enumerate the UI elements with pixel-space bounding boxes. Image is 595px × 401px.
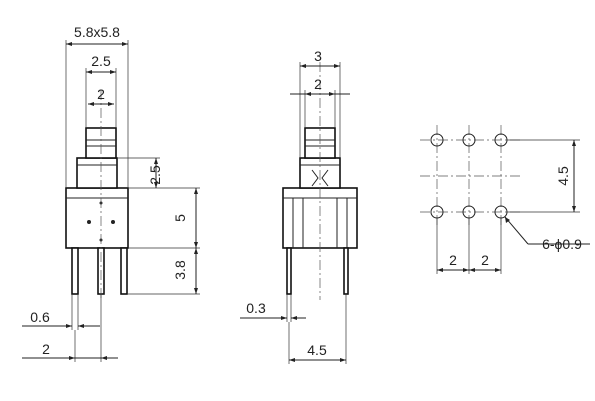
dim-col-pitch-right: 2 xyxy=(481,252,489,268)
dim-pin-length: 3.8 xyxy=(172,260,188,280)
front-body xyxy=(65,187,129,249)
side-pin xyxy=(286,247,292,295)
footprint-hole xyxy=(462,133,476,147)
front-contact-dot xyxy=(111,220,115,224)
dim-side-stem-outer: 3 xyxy=(314,48,322,64)
dim-pin-thickness: 0.6 xyxy=(30,309,50,325)
dim-body-size: 5.8x5.8 xyxy=(74,24,120,40)
dim-pin-pitch: 2 xyxy=(42,341,50,357)
front-contact-dot xyxy=(87,220,91,224)
dim-body-height: 5 xyxy=(172,214,188,222)
footprint-view: 4.5 2 2 6-ϕ0.9 xyxy=(420,125,590,274)
dim-side-pin-span: 4.5 xyxy=(307,342,327,358)
front-stem-collar xyxy=(76,157,118,189)
front-pin xyxy=(71,247,79,295)
front-pin xyxy=(120,247,128,295)
dim-side-stem-inner: 2 xyxy=(314,76,322,92)
hole-callout: 6-ϕ0.9 xyxy=(542,236,582,252)
footprint-hole xyxy=(430,133,444,147)
dim-stem-height: 2.5 xyxy=(147,165,163,185)
dim-col-pitch-left: 2 xyxy=(449,252,457,268)
dim-stem-outer: 2.5 xyxy=(91,53,111,69)
dim-side-pin-thickness: 0.3 xyxy=(246,300,266,316)
dim-stem-inner: 2 xyxy=(97,86,105,102)
dim-row-spacing: 4.5 xyxy=(555,166,571,186)
front-view: 5.8x5.8 2.5 2 2.5 5 3.8 xyxy=(22,24,200,362)
side-view: 3 2 0.3 4.5 xyxy=(240,48,358,364)
side-pin xyxy=(343,247,349,295)
